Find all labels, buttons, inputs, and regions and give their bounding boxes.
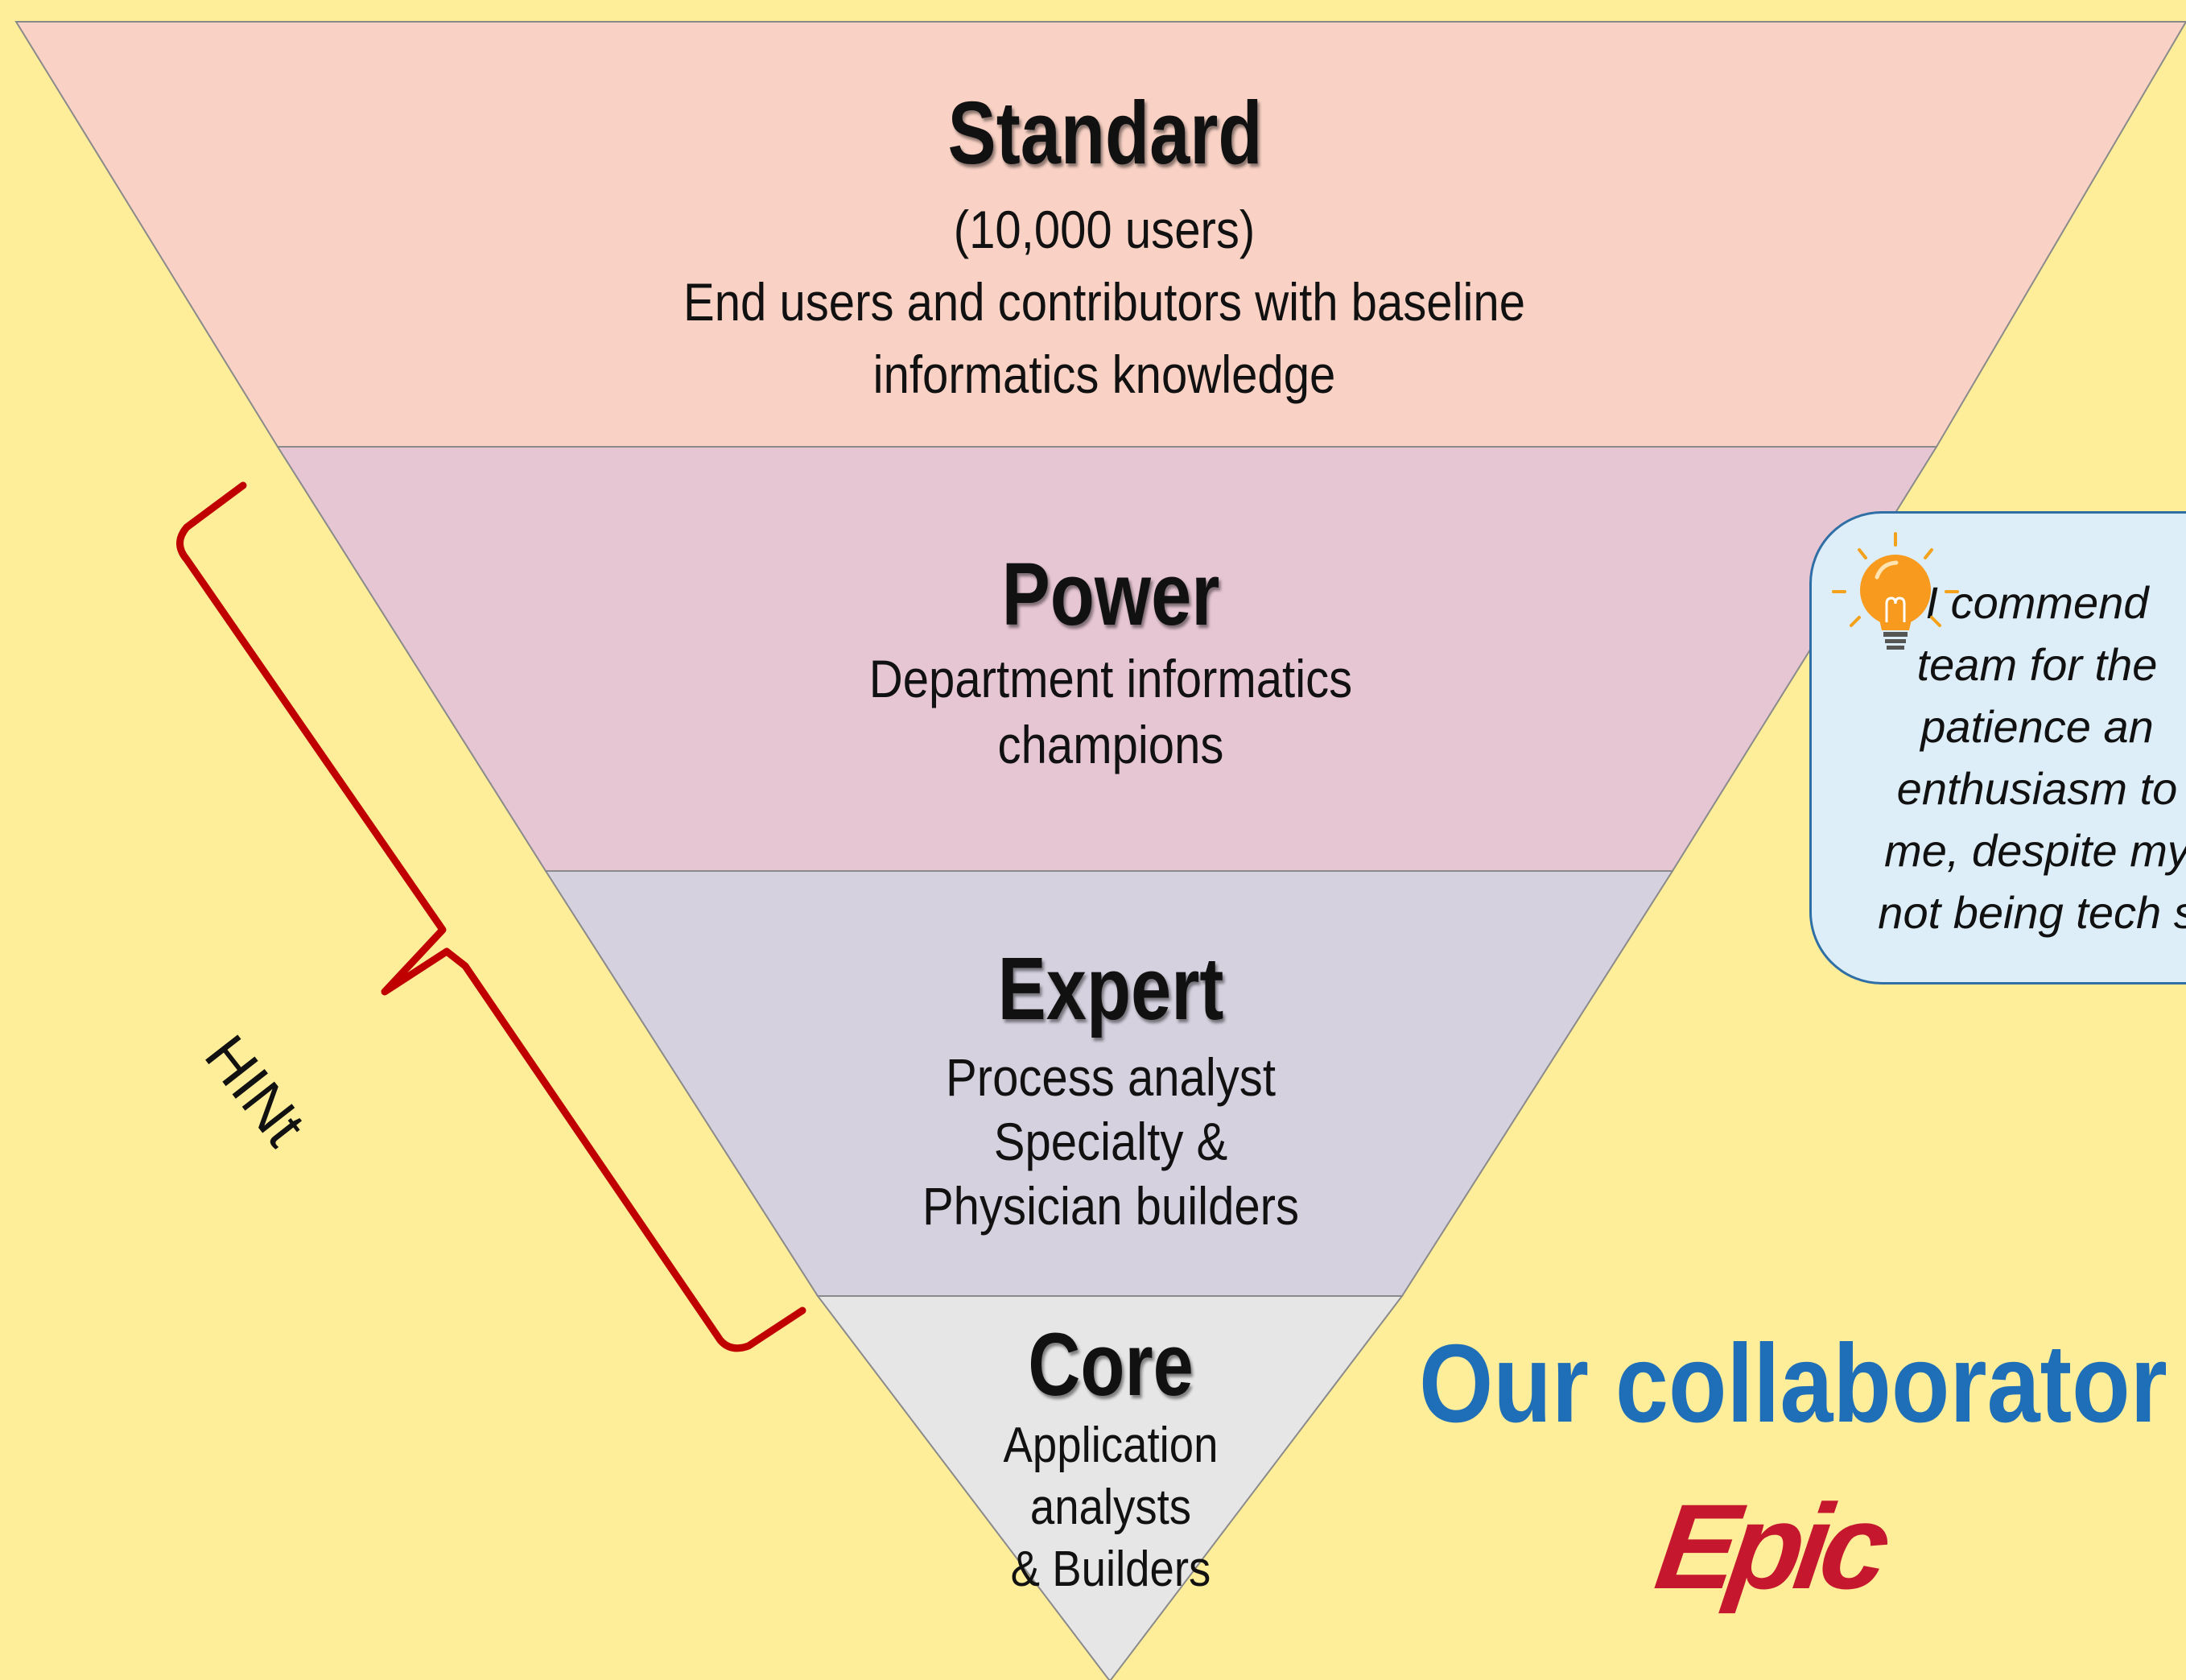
hint-bracket: [176, 481, 806, 1352]
tier-expert-title: Expert: [997, 939, 1224, 1038]
epic-logo: Epic: [1648, 1479, 1891, 1614]
tier-core-band: [815, 1295, 1404, 1680]
tier-standard-description: (10,000 users) End users and contributor…: [683, 200, 1526, 404]
quote-text: I commend team for the patience an enthu…: [1878, 577, 2186, 938]
tier-core-title: Core: [1028, 1315, 1194, 1414]
tier-core-description: Application analysts & Builders: [1003, 1418, 1219, 1597]
tier-power-description: Department informatics champions: [868, 649, 1353, 774]
lightbulb-icon: [1832, 532, 1959, 650]
collaborator-heading: Our collaborator: [1419, 1322, 2167, 1446]
tier-power-title: Power: [1001, 545, 1220, 644]
tier-standard-title: Standard: [947, 84, 1263, 183]
tier-expert-description: Process analyst Specialty & Physician bu…: [922, 1047, 1300, 1236]
